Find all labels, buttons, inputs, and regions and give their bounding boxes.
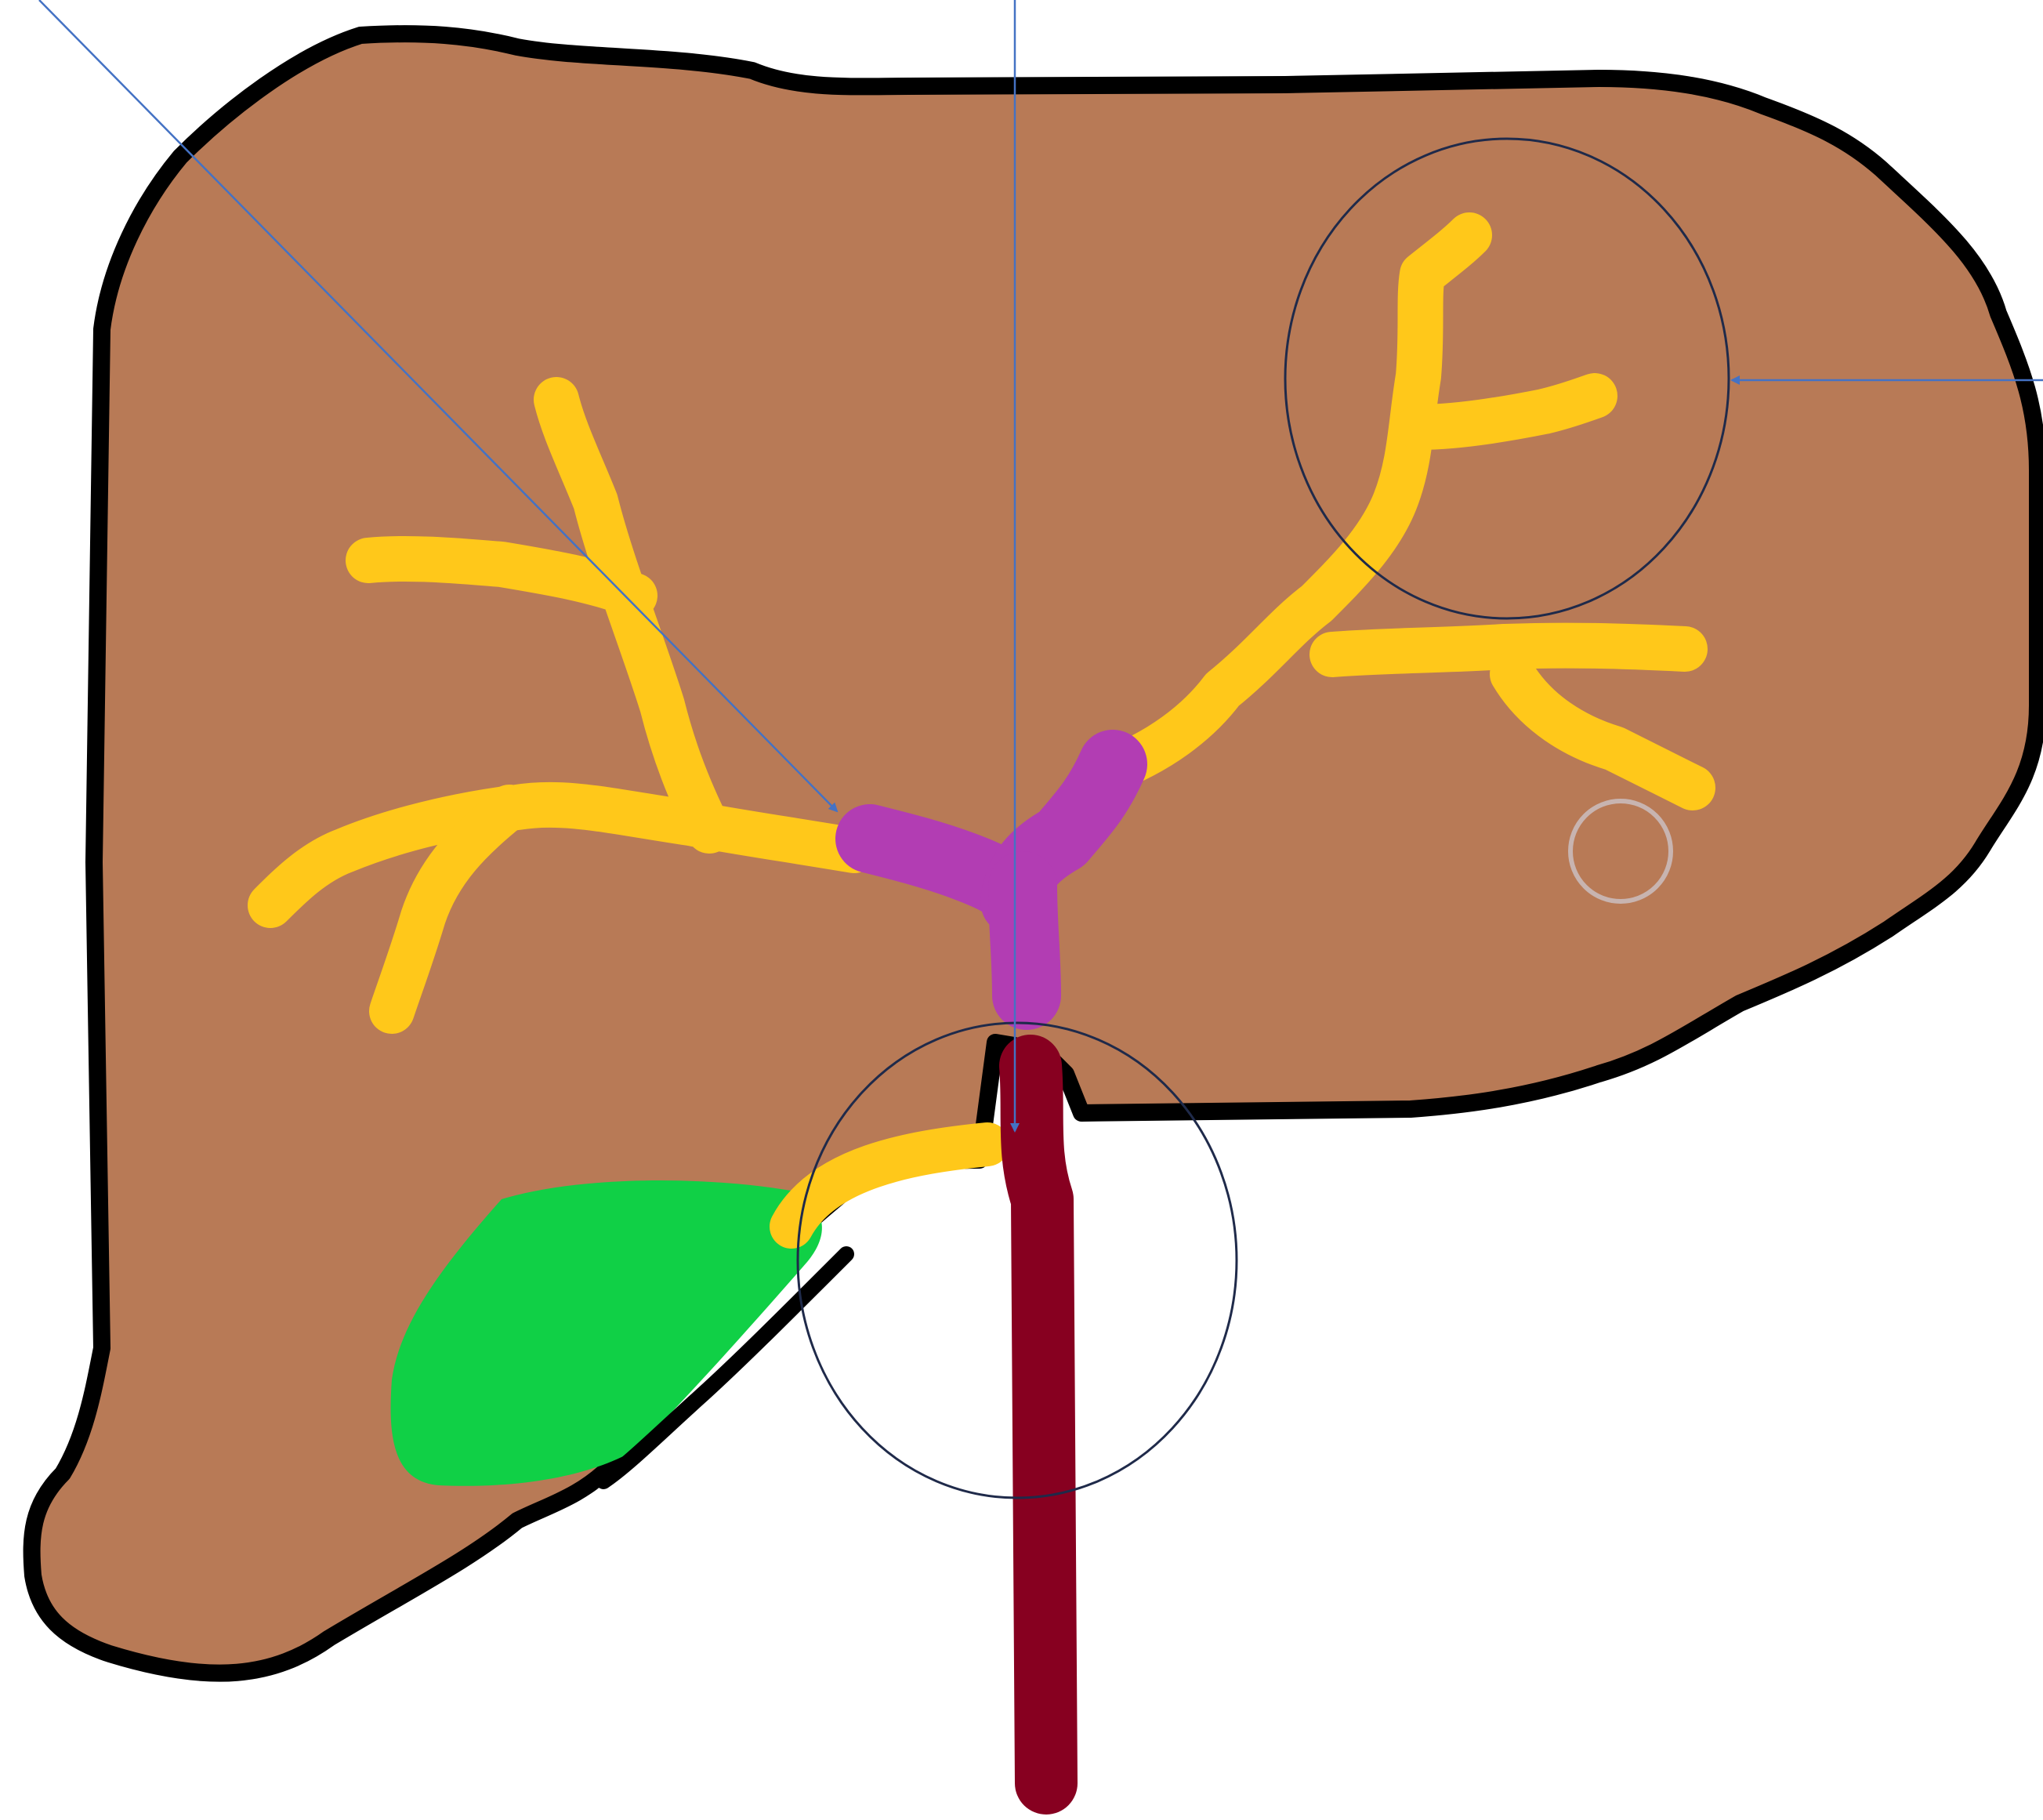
common-bile-duct	[1031, 1066, 1046, 1783]
